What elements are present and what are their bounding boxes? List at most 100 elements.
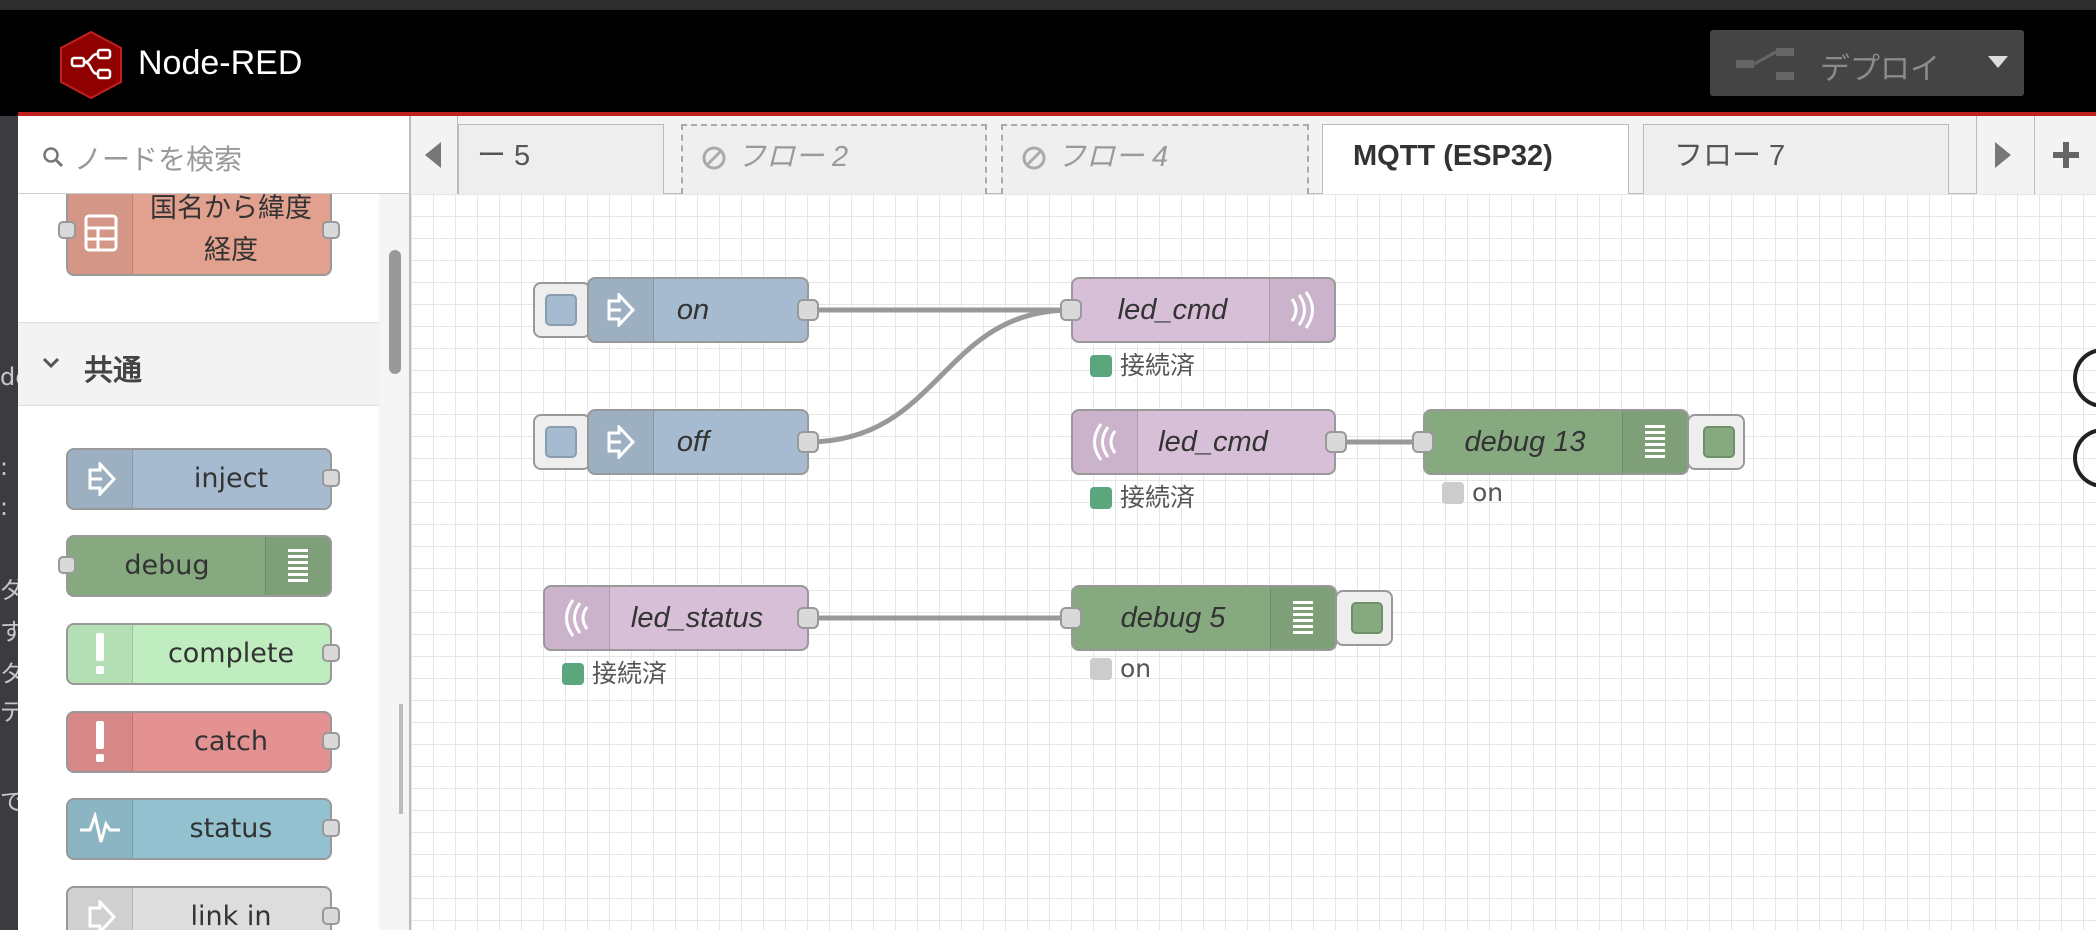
caret-right-icon [1995,142,2011,168]
tab-flow-4[interactable]: フロー 4 [1001,124,1309,194]
status-text: 接続済 [1120,351,1196,380]
chevron-down-icon [42,357,60,369]
deploy-label: デプロイ [1820,52,1940,87]
input-port[interactable] [1060,299,1082,321]
pulse-icon [68,800,133,858]
broadcast-icon [545,587,610,649]
status-dot [1442,482,1464,504]
output-port [322,644,340,662]
caret-left-icon [425,142,441,168]
palette-node-debug[interactable]: debug [58,535,332,597]
palette-node-link-in[interactable]: link in [66,886,340,930]
palette-category-common[interactable]: 共通 [18,322,379,406]
input-port[interactable] [1060,607,1082,629]
tab-label: フロー 7 [1674,140,1786,172]
tab-scroll-left-button[interactable] [411,116,458,194]
deploy-icon [1736,48,1794,80]
palette-node-complete[interactable]: complete [66,623,340,685]
flow-node-label: off [676,426,710,458]
flow-node-mqtt-in-led-cmd[interactable]: led_cmd [1071,409,1336,475]
arrow-right-icon [68,450,133,508]
debug-toggle-button[interactable] [1687,414,1745,470]
status-text: on [1472,478,1504,507]
flow-node-label: led_cmd [1158,426,1268,458]
palette-node-inject[interactable]: inject [66,448,340,510]
wire-off-to-led-cmd [807,307,1072,445]
flow-node-debug-13[interactable]: debug 13 [1423,409,1689,475]
output-port [322,819,340,837]
flow-node-inject-on[interactable]: on [587,277,809,343]
tab-scroll-right-button[interactable] [1976,116,2034,194]
flow-node-debug-5[interactable]: debug 5 [1071,585,1337,651]
flow-node-mqtt-out-led-cmd[interactable]: led_cmd [1071,277,1336,343]
resize-handle[interactable] [399,704,403,814]
inject-trigger-button[interactable] [533,414,591,470]
deploy-button-group: デプロイ [1710,30,2024,96]
tab-label: ー 5 [477,140,531,172]
flow-node-inject-off[interactable]: off [587,409,809,475]
search-placeholder: ノードを検索 [74,143,243,176]
palette-node-label: catch [194,726,268,757]
palette-scrollbar[interactable] [379,194,411,930]
deploy-button[interactable]: デプロイ [1710,30,1970,96]
node-status: 接続済 [562,654,667,690]
tab-mqtt-esp32[interactable]: MQTT (ESP32) [1322,124,1629,195]
node-status: 接続済 [1090,346,1195,382]
tab-label: フロー 4 [1057,141,1169,173]
deploy-menu-button[interactable] [1972,30,2024,96]
list-icon [265,537,330,595]
broadcast-icon [1269,279,1334,341]
palette-node-label: complete [167,638,295,669]
tab-flow-7[interactable]: フロー 7 [1643,124,1949,194]
output-port[interactable] [797,607,819,629]
list-icon [1622,411,1687,473]
bleed-char: : [0,453,9,481]
input-port[interactable] [1412,431,1434,453]
flow-node-label: led_cmd [1117,294,1228,326]
tab-flow-5[interactable]: ー 5 [458,124,664,194]
tab-label: MQTT (ESP32) [1353,140,1553,172]
plus-icon [2053,142,2079,168]
status-dot [1090,355,1112,377]
arrow-right-icon [589,279,654,341]
palette-node-label: status [189,813,273,844]
flow-node-label: on [676,294,710,326]
exclamation-icon [68,713,133,771]
scrollbar-thumb[interactable] [389,250,401,374]
output-port[interactable] [797,299,819,321]
list-icon [1270,587,1335,649]
status-dot [562,663,584,685]
flow-node-mqtt-in-led-status[interactable]: led_status [543,585,809,651]
app-title: Node-RED [138,44,303,82]
tab-flow-2[interactable]: フロー 2 [681,124,987,194]
flow-node-label: led_status [630,602,764,634]
node-status: on [1090,654,1151,683]
flow-node-label: debug 5 [1120,602,1226,634]
inject-trigger-button[interactable] [533,282,591,338]
background-window-strip: … de : : ダ す タ デ で [0,0,30,930]
input-port [58,221,76,239]
debug-toggle-button[interactable] [1335,590,1393,646]
disabled-icon [1022,146,1046,170]
status-dot [1090,658,1112,680]
broadcast-icon [1073,411,1138,473]
input-port [58,556,76,574]
palette-node-geocode[interactable]: 国名から緯度 経度 [58,194,340,276]
palette-node-label: link in [190,901,272,930]
flow-workspace[interactable]: on off led_cmd 接続済 led_cmd 接続済 debug 13 [411,194,2096,930]
output-port[interactable] [797,431,819,453]
add-flow-button[interactable] [2034,116,2096,194]
palette-node-status[interactable]: status [66,798,340,860]
disabled-icon [702,146,726,170]
output-port [322,469,340,487]
tab-label: フロー 2 [737,141,849,173]
output-port[interactable] [1325,431,1347,453]
bleed-char: : [0,493,9,521]
node-search-input[interactable]: ノードを検索 [18,116,411,194]
app-header [0,0,2096,116]
link-icon [68,888,133,930]
palette-node-label: 経度 [204,235,258,266]
table-icon [68,194,133,274]
search-icon [43,147,64,168]
palette-node-catch[interactable]: catch [66,711,340,773]
